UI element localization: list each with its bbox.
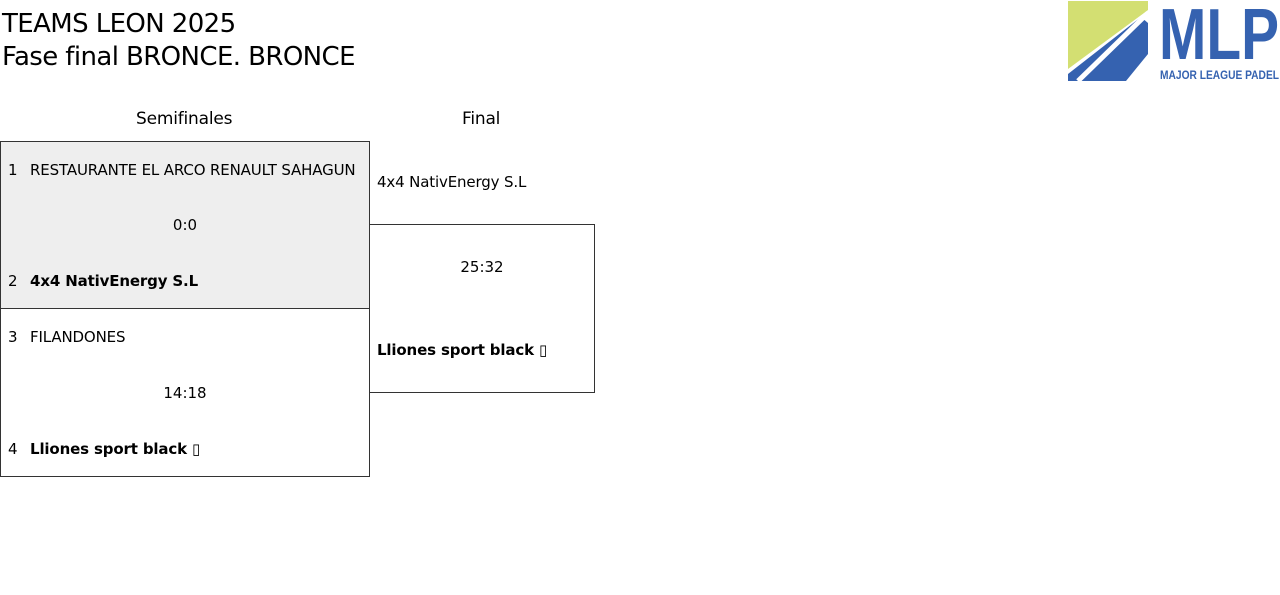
mlp-logo: MLP MAJOR LEAGUE PADEL <box>1068 0 1280 83</box>
team-seed: 3 <box>8 328 18 346</box>
team-name: RESTAURANTE EL ARCO RENAULT SAHAGUN <box>30 161 356 179</box>
semifinal-match-1[interactable]: 1 RESTAURANTE EL ARCO RENAULT SAHAGUN 0:… <box>0 141 370 309</box>
final-team-2[interactable]: Lliones sport black ▯ <box>377 341 548 359</box>
team-seed: 2 <box>8 272 18 290</box>
semifinal-match-2[interactable]: 3 FILANDONES 14:18 4 Lliones sport black… <box>0 308 370 477</box>
match-1-team-1[interactable]: 1 RESTAURANTE EL ARCO RENAULT SAHAGUN <box>8 161 356 179</box>
match-1-team-2[interactable]: 2 4x4 NativEnergy S.L <box>8 272 198 290</box>
svg-text:MLP: MLP <box>1159 1 1279 75</box>
final-score: 25:32 <box>460 258 504 276</box>
match-2-team-2[interactable]: 4 Lliones sport black ▯ <box>8 440 200 458</box>
final-match[interactable]: 25:32 <box>369 224 595 393</box>
team-seed: 4 <box>8 440 18 458</box>
team-name: FILANDONES <box>30 328 126 346</box>
match-2-team-1[interactable]: 3 FILANDONES <box>8 328 125 346</box>
title-line-2: Fase final BRONCE. BRONCE <box>2 42 356 72</box>
match-1-score: 0:0 <box>172 216 198 234</box>
round-header-semifinals: Semifinales <box>136 109 233 129</box>
page-title: TEAMS LEON 2025 Fase final BRONCE. BRONC… <box>2 8 356 74</box>
round-header-final: Final <box>462 109 501 129</box>
team-seed: 1 <box>8 161 18 179</box>
match-2-score: 14:18 <box>163 384 207 402</box>
team-name: Lliones sport black ▯ <box>30 440 201 458</box>
svg-text:MAJOR LEAGUE PADEL: MAJOR LEAGUE PADEL <box>1160 68 1279 82</box>
final-team-1[interactable]: 4x4 NativEnergy S.L <box>377 173 527 191</box>
title-line-1: TEAMS LEON 2025 <box>2 9 236 39</box>
mlp-logo-graphic: MLP MAJOR LEAGUE PADEL <box>1068 0 1279 83</box>
team-name: 4x4 NativEnergy S.L <box>30 272 199 290</box>
